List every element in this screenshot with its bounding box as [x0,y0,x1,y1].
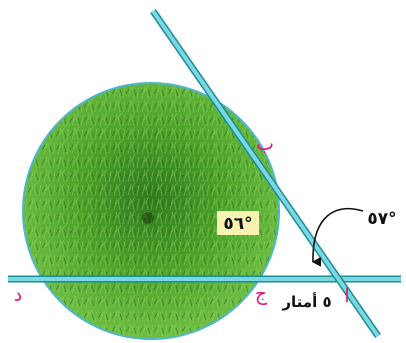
point-label-b: ب [256,133,274,155]
angle-inside-label: ٥٦° [223,214,252,234]
distance-label: ٥ أمتار [281,292,331,311]
tangent-line [150,9,381,338]
angle-arc-arrow [312,207,364,267]
angle-outside-label: ٥٧° [367,209,396,229]
angle-label-box [217,211,259,235]
point-label-a: ا [344,285,349,307]
grass-circle [22,82,280,340]
point-label-j: ج [255,283,268,305]
point-label-d: د [14,284,22,306]
